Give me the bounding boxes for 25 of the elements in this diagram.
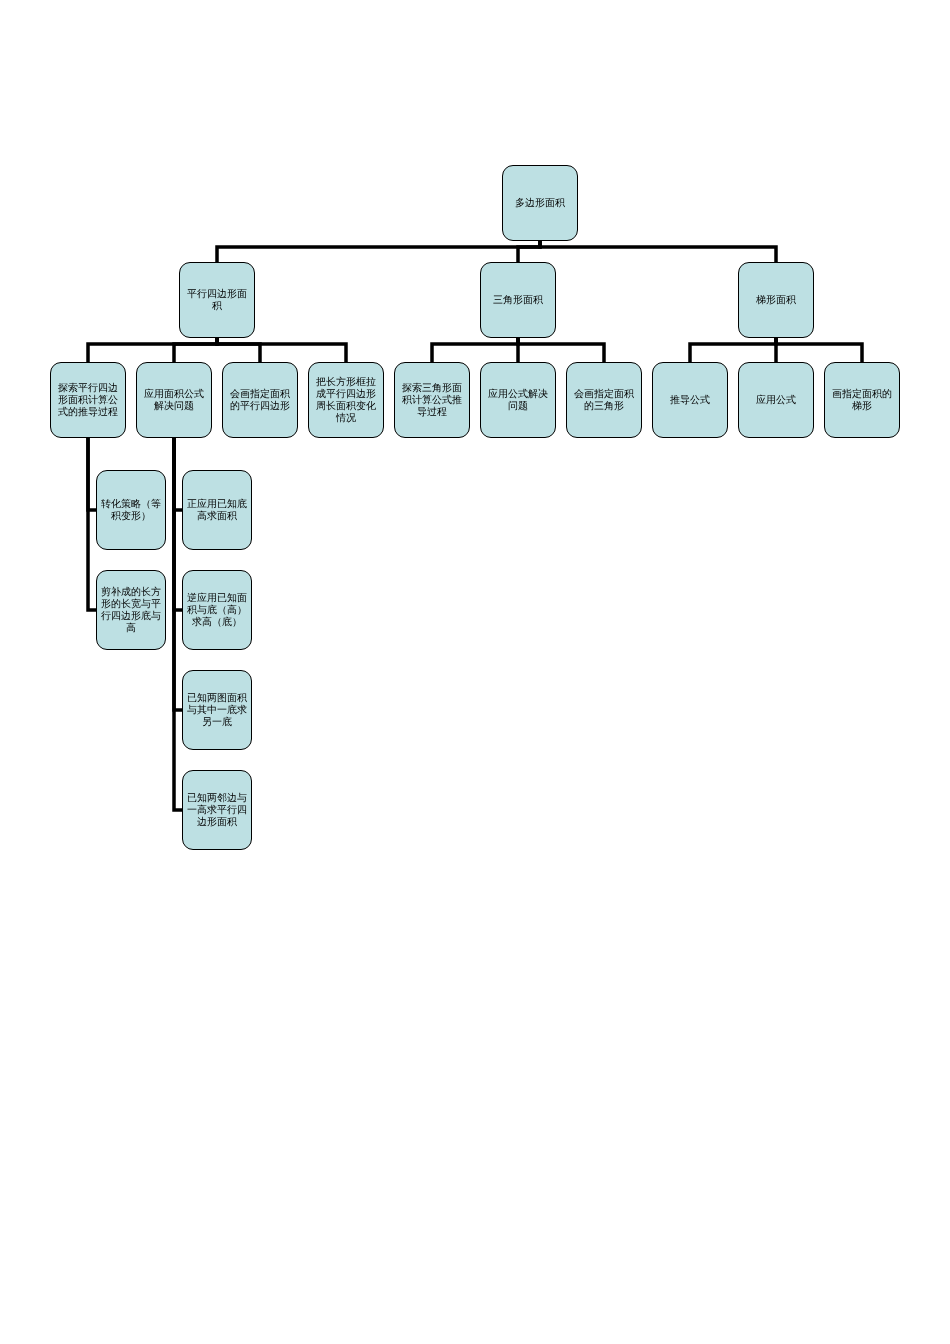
process-box: 画指定面积的梯形	[824, 362, 900, 438]
process-box: 推导公式	[652, 362, 728, 438]
process-box: 探索三角形面积计算公式推导过程	[394, 362, 470, 438]
process-box: 会画指定面积的三角形	[566, 362, 642, 438]
process-box: 正应用已知底高求面积	[182, 470, 252, 550]
process-box: 应用公式	[738, 362, 814, 438]
process-box: 已知两邻边与一高求平行四边形面积	[182, 770, 252, 850]
process-box: 会画指定面积的平行四边形	[222, 362, 298, 438]
process-box: 已知两图面积与其中一底求另一底	[182, 670, 252, 750]
connector-line	[774, 338, 864, 362]
process-box: 剪补成的长方形的长宽与平行四边形底与高	[96, 570, 166, 650]
connector-line	[86, 438, 96, 612]
process-box: 应用面积公式解决问题	[136, 362, 212, 438]
process-box: 梯形面积	[738, 262, 814, 338]
process-box: 多边形面积	[502, 165, 578, 241]
process-box: 逆应用已知面积与底（高）求高（底）	[182, 570, 252, 650]
process-box: 三角形面积	[480, 262, 556, 338]
connector-line	[172, 438, 182, 812]
connector-line	[516, 338, 606, 362]
connector-line	[538, 241, 778, 262]
process-box: 平行四边形面积	[179, 262, 255, 338]
process-box: 应用公式解决问题	[480, 362, 556, 438]
process-box: 转化策略（等积变形）	[96, 470, 166, 550]
process-box: 探索平行四边形面积计算公式的推导过程	[50, 362, 126, 438]
process-box: 把长方形框拉成平行四边形周长面积变化情况	[308, 362, 384, 438]
